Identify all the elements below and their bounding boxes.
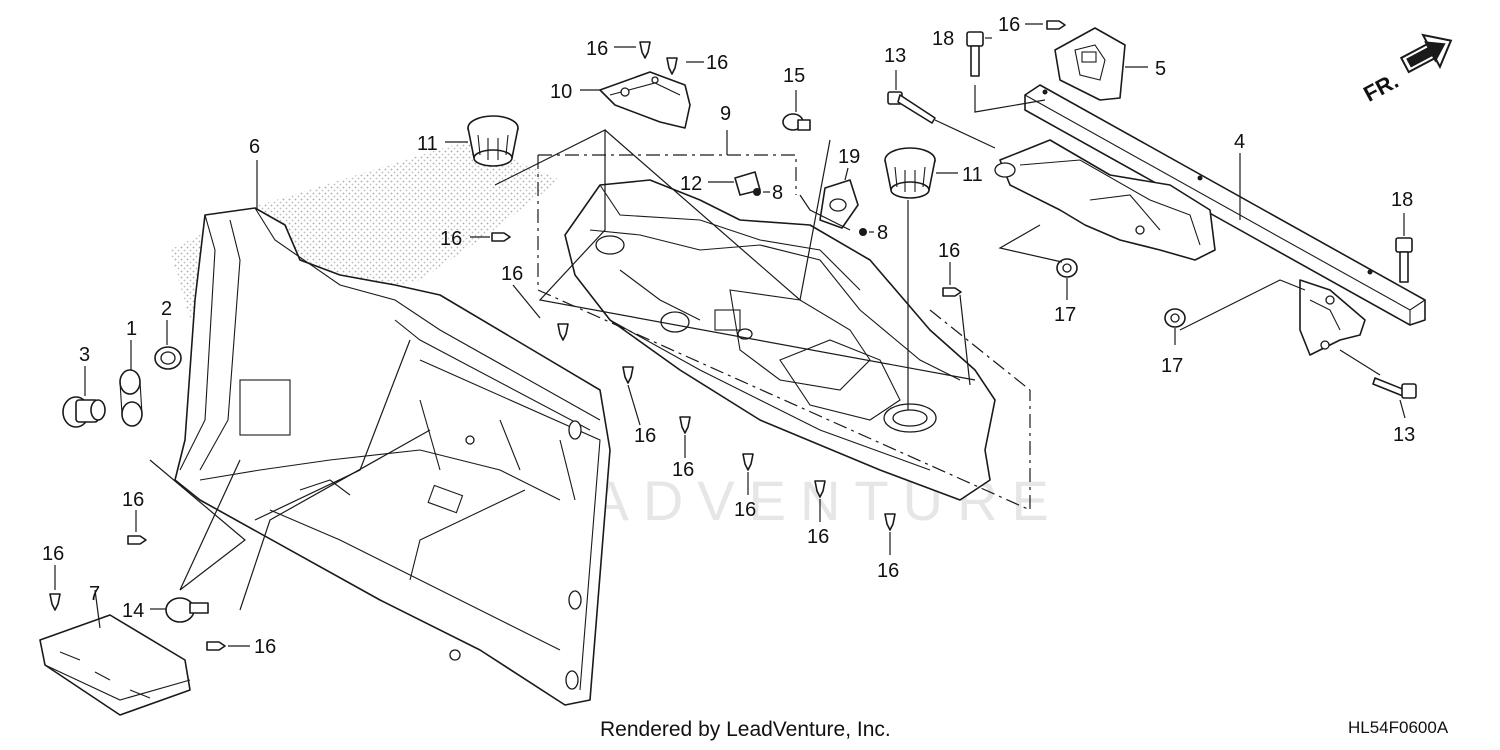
rear-panel-part-6 [174, 207, 611, 706]
callout-16: 16 [501, 263, 523, 285]
callout-19: 19 [838, 146, 860, 168]
callout-18: 18 [932, 28, 954, 50]
callout-6: 6 [249, 136, 260, 158]
bracket-part-10 [599, 71, 691, 129]
bolt-part-14 [165, 597, 209, 623]
callout-2: 2 [161, 298, 172, 320]
callout-16: 16 [734, 499, 756, 521]
callout-16: 16 [586, 38, 608, 60]
callout-9: 9 [720, 103, 731, 125]
nut-part-8 [753, 188, 867, 236]
callout-13: 13 [1393, 424, 1415, 446]
callout-12: 12 [680, 173, 702, 195]
callout-16: 16 [254, 636, 276, 658]
nut-part-17-a [1056, 258, 1078, 278]
callout-16: 16 [440, 228, 462, 250]
bolt-part-18-top [966, 31, 984, 77]
leader-lines [54, 23, 1406, 647]
bolt-part-18-right [1395, 237, 1413, 283]
protector-plate-part-5 [1054, 27, 1126, 101]
callout-14: 14 [122, 600, 144, 622]
bolt-part-13-top [887, 91, 936, 124]
callout-labels: 16 16 10 15 18 16 5 13 11 9 6 12 8 19 11… [42, 14, 1415, 658]
frame-crossmember-part-4 [994, 84, 1426, 356]
front-direction-arrow: FR. [1359, 33, 1453, 107]
callout-13: 13 [884, 45, 906, 67]
callout-11: 11 [417, 133, 438, 155]
callout-10: 10 [550, 81, 572, 103]
grommet-plate-part-19 [819, 179, 859, 229]
clips-part-16 [49, 20, 1066, 651]
bulkhead-part-9 [564, 179, 996, 501]
callout-1: 1 [126, 318, 137, 340]
callout-8: 8 [877, 222, 888, 244]
grommet-part-11-left [467, 115, 519, 167]
callout-15: 15 [783, 65, 805, 87]
callout-11: 11 [962, 164, 983, 186]
callout-7: 7 [89, 583, 100, 605]
callout-5: 5 [1155, 58, 1166, 80]
seal-part-1 [119, 369, 143, 427]
plug-part-3 [62, 396, 106, 428]
grommet-part-11-right [884, 147, 936, 199]
callout-8: 8 [772, 182, 783, 204]
callout-16: 16 [42, 543, 64, 565]
cover-part-7 [39, 614, 191, 716]
callout-16: 16 [807, 526, 829, 548]
callout-16: 16 [122, 489, 144, 511]
ring-part-2 [154, 346, 182, 370]
callout-18: 18 [1391, 189, 1413, 211]
callout-3: 3 [79, 344, 90, 366]
callout-16: 16 [706, 52, 728, 74]
group-9-dashed-boundary [537, 154, 1031, 511]
front-direction-label: FR. [1359, 68, 1402, 107]
callout-16: 16 [672, 459, 694, 481]
callout-16: 16 [634, 425, 656, 447]
diagram-code: HL54F0600A [1348, 718, 1449, 737]
callout-16: 16 [877, 560, 899, 582]
callout-4: 4 [1234, 131, 1245, 153]
callout-16: 16 [938, 240, 960, 262]
callout-17: 17 [1054, 304, 1076, 326]
bolt-part-15 [782, 113, 811, 131]
bolt-part-13-bottom [1372, 377, 1417, 399]
callout-16: 16 [998, 14, 1020, 36]
callout-17: 17 [1161, 355, 1183, 377]
nut-part-17-b [1164, 308, 1186, 328]
render-credit: Rendered by LeadVenture, Inc. [600, 718, 891, 741]
